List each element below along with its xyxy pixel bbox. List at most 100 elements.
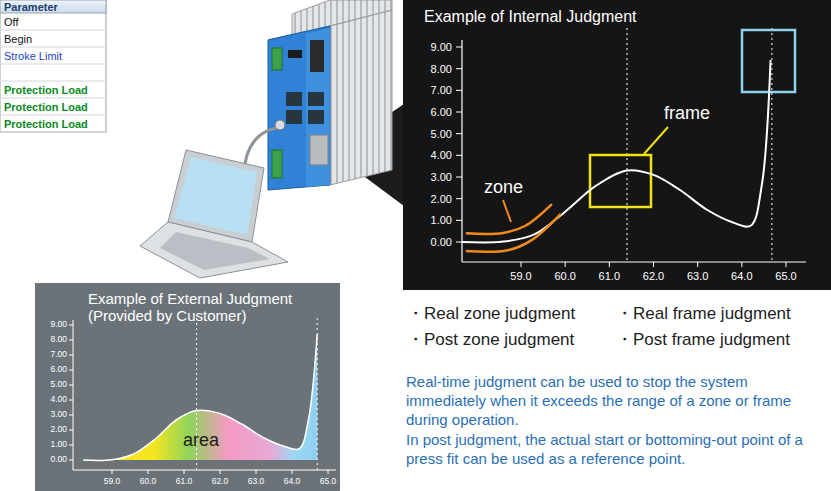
load-curve bbox=[462, 60, 771, 242]
tick bbox=[69, 340, 73, 341]
axis-value: 6.00 bbox=[50, 365, 67, 374]
tick bbox=[741, 262, 742, 267]
axis-value: 4.00 bbox=[431, 149, 452, 161]
axis-value: 60.0 bbox=[554, 270, 575, 282]
axis bbox=[73, 320, 74, 470]
tick bbox=[112, 470, 113, 474]
table-cell: Stroke Limit bbox=[4, 50, 62, 62]
tick bbox=[456, 155, 462, 156]
bullet-item: ・Real zone judgment bbox=[407, 305, 575, 324]
axis-value: 65.0 bbox=[775, 270, 796, 282]
bullet-item: ・Real frame judgment bbox=[616, 305, 791, 324]
table-cell: Off bbox=[4, 16, 18, 28]
leader-line bbox=[503, 200, 511, 222]
dashed-marker bbox=[317, 318, 318, 470]
axis-value: 64.0 bbox=[284, 477, 301, 486]
axis-value: 0.00 bbox=[431, 236, 452, 248]
chart-panel: Example of Internal Judgment bbox=[403, 0, 831, 290]
panel-title: Example of External Judgment (Provided b… bbox=[88, 290, 303, 325]
laptop bbox=[140, 150, 288, 278]
callout-label: frame bbox=[664, 104, 710, 124]
table-rule bbox=[0, 98, 106, 99]
axis-value: 59.0 bbox=[104, 477, 121, 486]
tick bbox=[565, 262, 566, 267]
axis-value: 60.0 bbox=[140, 477, 157, 486]
tick bbox=[69, 355, 73, 356]
tick bbox=[456, 220, 462, 221]
table-rule bbox=[0, 115, 106, 116]
axis-value: 2.00 bbox=[50, 425, 67, 434]
tick bbox=[456, 47, 462, 48]
axis-value: 7.00 bbox=[431, 84, 452, 96]
axis-value: 5.00 bbox=[50, 380, 67, 389]
tick bbox=[184, 470, 185, 474]
table-cell: Parameter bbox=[4, 1, 58, 13]
axis-value: 64.0 bbox=[731, 270, 752, 282]
tick bbox=[69, 430, 73, 431]
tick bbox=[456, 177, 462, 178]
tick bbox=[786, 262, 787, 267]
frame-box bbox=[742, 30, 795, 92]
axis-value: 65.0 bbox=[320, 477, 337, 486]
axis bbox=[462, 261, 806, 262]
axis-value: 63.0 bbox=[687, 270, 708, 282]
axis-value: 3.00 bbox=[50, 410, 67, 419]
table-rule bbox=[0, 64, 106, 65]
table-rule bbox=[0, 132, 106, 133]
leader-line bbox=[644, 127, 668, 154]
tick bbox=[69, 415, 73, 416]
parameter-table bbox=[0, 0, 106, 132]
callout-label: zone bbox=[484, 178, 523, 198]
tick bbox=[609, 262, 610, 267]
axis-value: 9.00 bbox=[50, 320, 67, 329]
tick bbox=[456, 133, 462, 134]
note-text: Real-time judgment can be used to stop t… bbox=[406, 372, 826, 429]
tick bbox=[521, 262, 522, 267]
zone-curve bbox=[466, 214, 561, 252]
table-cell: Protection Load bbox=[4, 84, 88, 96]
table-cell: Protection Load bbox=[4, 118, 88, 130]
axis-value: 3.00 bbox=[431, 171, 452, 183]
dashed-marker bbox=[771, 28, 772, 262]
tick bbox=[220, 470, 221, 474]
axis-value: 62.0 bbox=[212, 477, 229, 486]
area-label: area bbox=[183, 431, 219, 451]
tick bbox=[456, 112, 462, 113]
tick bbox=[292, 470, 293, 474]
tick bbox=[69, 370, 73, 371]
tick bbox=[456, 90, 462, 91]
tick bbox=[456, 198, 462, 199]
tick bbox=[328, 470, 329, 474]
axis-value: 8.00 bbox=[431, 63, 452, 75]
panel-title: Example of Internal Judgment bbox=[424, 8, 637, 26]
axis-value: 8.00 bbox=[50, 335, 67, 344]
axis-value: 1.00 bbox=[50, 440, 67, 449]
table-rule bbox=[0, 30, 106, 31]
table-rule bbox=[0, 81, 106, 82]
bullet-item: ・Post frame judgment bbox=[616, 331, 790, 350]
axis-value: 63.0 bbox=[248, 477, 265, 486]
frame-box bbox=[590, 155, 651, 207]
note-text: In post judgment, the actual start or bo… bbox=[406, 430, 826, 468]
axis-value: 62.0 bbox=[643, 270, 664, 282]
dashed-marker bbox=[627, 28, 628, 262]
chart-panel: Example of External Judgment (Provided b… bbox=[35, 283, 340, 491]
axis-value: 0.00 bbox=[50, 455, 67, 464]
tick bbox=[69, 385, 73, 386]
panel-fill bbox=[35, 283, 340, 491]
controller-unit bbox=[268, 0, 392, 190]
tick bbox=[69, 325, 73, 326]
tick bbox=[69, 400, 73, 401]
tick bbox=[456, 242, 462, 243]
axis bbox=[461, 40, 462, 262]
axis-value: 61.0 bbox=[599, 270, 620, 282]
tick bbox=[697, 262, 698, 267]
axis-value: 5.00 bbox=[431, 128, 452, 140]
tick bbox=[456, 68, 462, 69]
axis-value: 61.0 bbox=[176, 477, 193, 486]
area-fill bbox=[83, 334, 317, 460]
axis-value: 4.00 bbox=[50, 395, 67, 404]
panel-fill bbox=[403, 0, 831, 290]
table-cell: Begin bbox=[4, 33, 32, 45]
axis-value: 59.0 bbox=[510, 270, 531, 282]
